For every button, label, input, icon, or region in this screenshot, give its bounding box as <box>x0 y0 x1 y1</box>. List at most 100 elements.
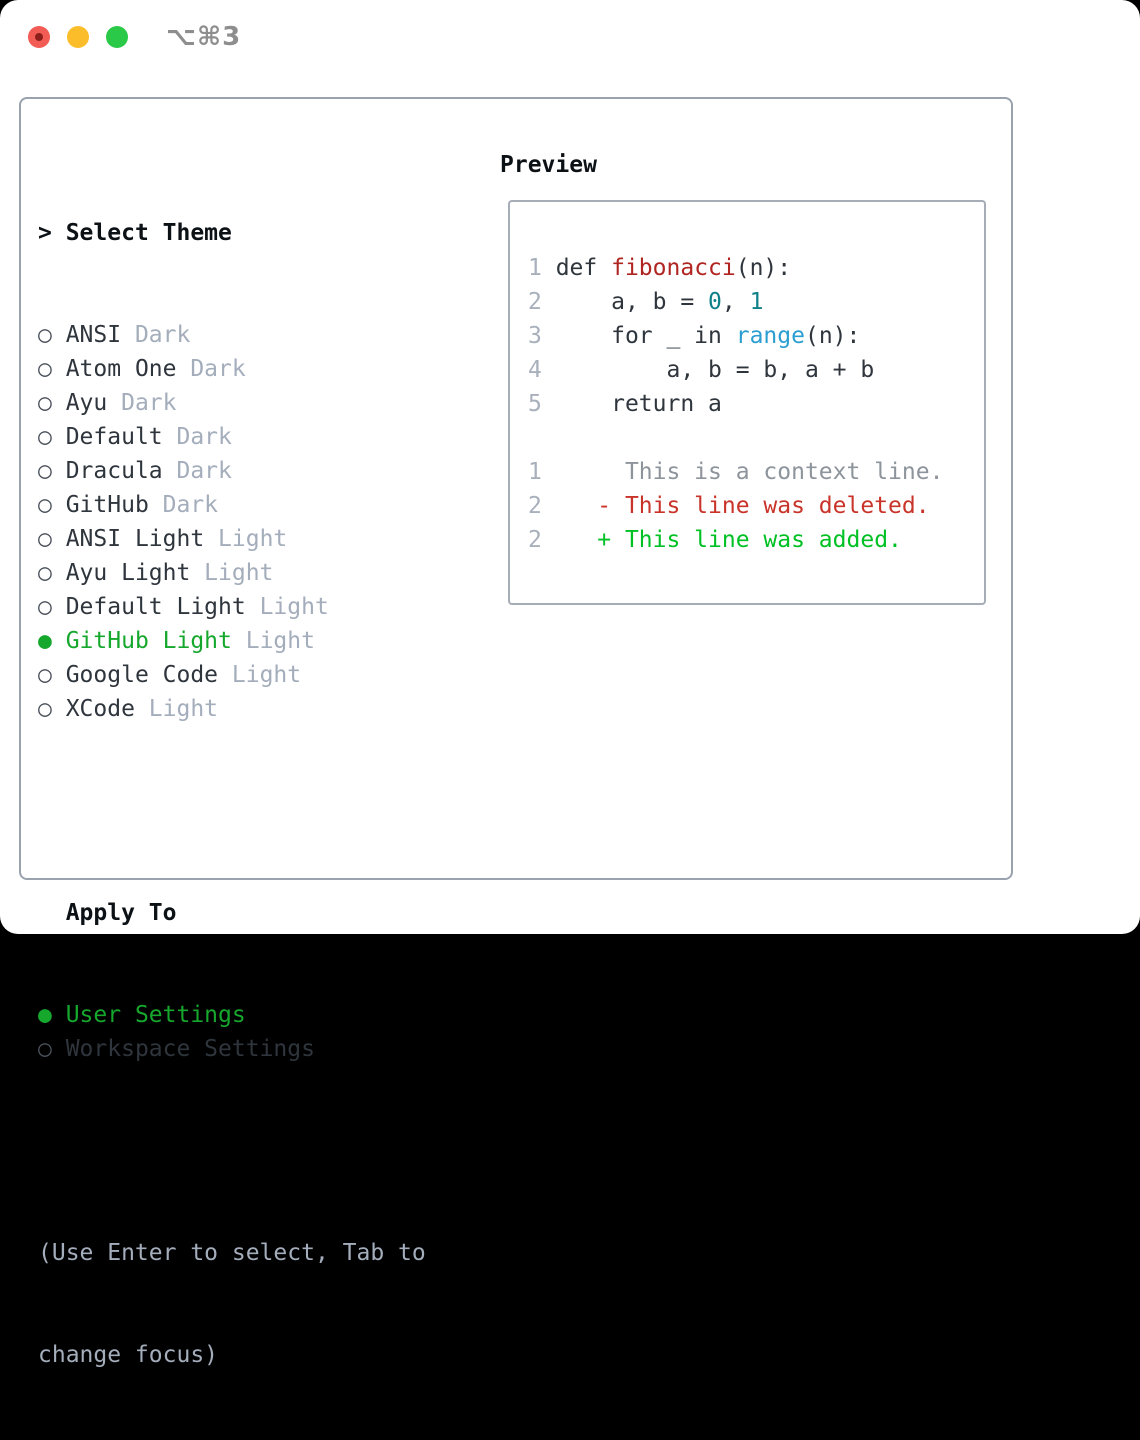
minimize-button[interactable] <box>67 26 89 48</box>
spacer <box>38 794 426 828</box>
line-number: 1 <box>528 459 542 485</box>
line-number: 2 <box>528 289 542 315</box>
code-segment: (n): <box>735 255 792 281</box>
code-segment: a, b = <box>541 289 709 315</box>
theme-label: ANSI <box>65 322 122 348</box>
theme-label: Ayu <box>65 390 108 416</box>
theme-variant-tag: Light <box>148 696 219 722</box>
apply-option-label: Workspace Settings <box>65 1036 315 1062</box>
preview-line: 2 - This line was deleted. <box>528 489 943 523</box>
preview-line: 4 a, b = b, a + b <box>528 353 943 387</box>
close-dot-icon <box>35 33 43 41</box>
radio-unselected-icon: ○ <box>38 492 52 518</box>
theme-variant-tag: Light <box>231 662 302 688</box>
window-title: ⌥⌘3 <box>166 22 242 52</box>
theme-variant-tag: Dark <box>190 356 246 382</box>
radio-unselected-icon: ○ <box>38 458 52 484</box>
code-segment: 0 <box>708 289 722 315</box>
code-segment: - This line was deleted. <box>541 493 930 519</box>
code-segment: 1 <box>749 289 764 315</box>
radio-selected-icon: ● <box>38 1002 52 1028</box>
prompt-caret-icon: > <box>38 220 52 246</box>
radio-selected-icon: ● <box>38 628 52 654</box>
page: { "window": { "title": "⌥⌘3", "traffic_l… <box>0 0 1140 1368</box>
preview-line: 2 a, b = 0, 1 <box>528 285 943 319</box>
code-segment: for _ in <box>541 323 736 349</box>
radio-unselected-icon: ○ <box>38 1036 52 1062</box>
radio-unselected-icon: ○ <box>38 322 52 348</box>
theme-variant-tag: Light <box>259 594 329 620</box>
line-number: 2 <box>528 493 542 519</box>
theme-variant-tag: Dark <box>121 390 177 416</box>
theme-label: Dracula <box>65 458 163 484</box>
select-theme-header: > Select Theme <box>38 216 426 250</box>
radio-unselected-icon: ○ <box>38 424 52 450</box>
theme-variant-tag: Light <box>204 560 274 586</box>
theme-label: Ayu Light <box>65 560 191 586</box>
line-number: 3 <box>528 323 542 349</box>
apply-option-user-settings[interactable]: ● User Settings <box>38 998 426 1032</box>
theme-label: GitHub <box>65 492 149 518</box>
preview-blank-line <box>528 421 943 455</box>
theme-option-ayu[interactable]: ○ Ayu Dark <box>38 386 426 420</box>
radio-unselected-icon: ○ <box>38 594 52 620</box>
theme-option-github[interactable]: ○ GitHub Dark <box>38 488 426 522</box>
line-number: 5 <box>528 391 542 417</box>
apply-option-label: User Settings <box>65 1002 246 1028</box>
code-segment: This is a context line. <box>541 459 944 485</box>
theme-option-dracula[interactable]: ○ Dracula Dark <box>38 454 426 488</box>
code-segment: return a <box>541 391 722 417</box>
code-segment: (n): <box>804 323 861 349</box>
radio-unselected-icon: ○ <box>38 662 52 688</box>
theme-label: Atom One <box>65 356 177 382</box>
theme-option-ansi-light[interactable]: ○ ANSI Light Light <box>38 522 426 556</box>
preview-title: Preview <box>500 152 597 178</box>
theme-label: Default <box>65 424 163 450</box>
preview-line: 1 This is a context line. <box>528 455 943 489</box>
help-text-line2: change focus) <box>38 1342 219 1368</box>
spacer <box>38 1134 426 1168</box>
code-segment: def <box>541 255 612 281</box>
apply-to-title: Apply To <box>65 900 177 926</box>
code-segment: range <box>735 323 805 349</box>
theme-option-atom-one[interactable]: ○ Atom One Dark <box>38 352 426 386</box>
theme-variant-tag: Light <box>245 628 315 654</box>
apply-to-options-list: ● User Settings ○ Workspace Settings <box>38 998 426 1066</box>
line-number: 1 <box>528 255 542 281</box>
preview-line: 3 for _ in range(n): <box>528 319 943 353</box>
apply-option-workspace-settings[interactable]: ○ Workspace Settings <box>38 1032 426 1066</box>
theme-variant-tag: Light <box>218 526 288 552</box>
theme-variant-tag: Dark <box>176 424 232 450</box>
code-segment: a, b = b, a + b <box>541 357 875 383</box>
code-segment: + This line was added. <box>541 527 902 553</box>
select-theme-title: Select Theme <box>65 220 232 246</box>
radio-unselected-icon: ○ <box>38 696 52 722</box>
theme-variant-tag: Dark <box>162 492 219 518</box>
zoom-button[interactable] <box>106 26 128 48</box>
close-button[interactable] <box>28 26 50 48</box>
preview-line: 2 + This line was added. <box>528 523 943 557</box>
radio-unselected-icon: ○ <box>38 390 52 416</box>
preview-line: 1 def fibonacci(n): <box>528 251 943 285</box>
theme-variant-tag: Dark <box>176 458 232 484</box>
code-segment: , <box>721 289 750 315</box>
theme-label: ANSI Light <box>65 526 205 552</box>
theme-label: XCode <box>65 696 135 722</box>
theme-option-xcode[interactable]: ○ XCode Light <box>38 692 426 726</box>
traffic-lights <box>28 26 128 48</box>
titlebar: ⌥⌘3 <box>0 0 1140 74</box>
line-number: 4 <box>528 357 542 383</box>
radio-unselected-icon: ○ <box>38 356 52 382</box>
radio-unselected-icon: ○ <box>38 526 52 552</box>
theme-option-default[interactable]: ○ Default Dark <box>38 420 426 454</box>
